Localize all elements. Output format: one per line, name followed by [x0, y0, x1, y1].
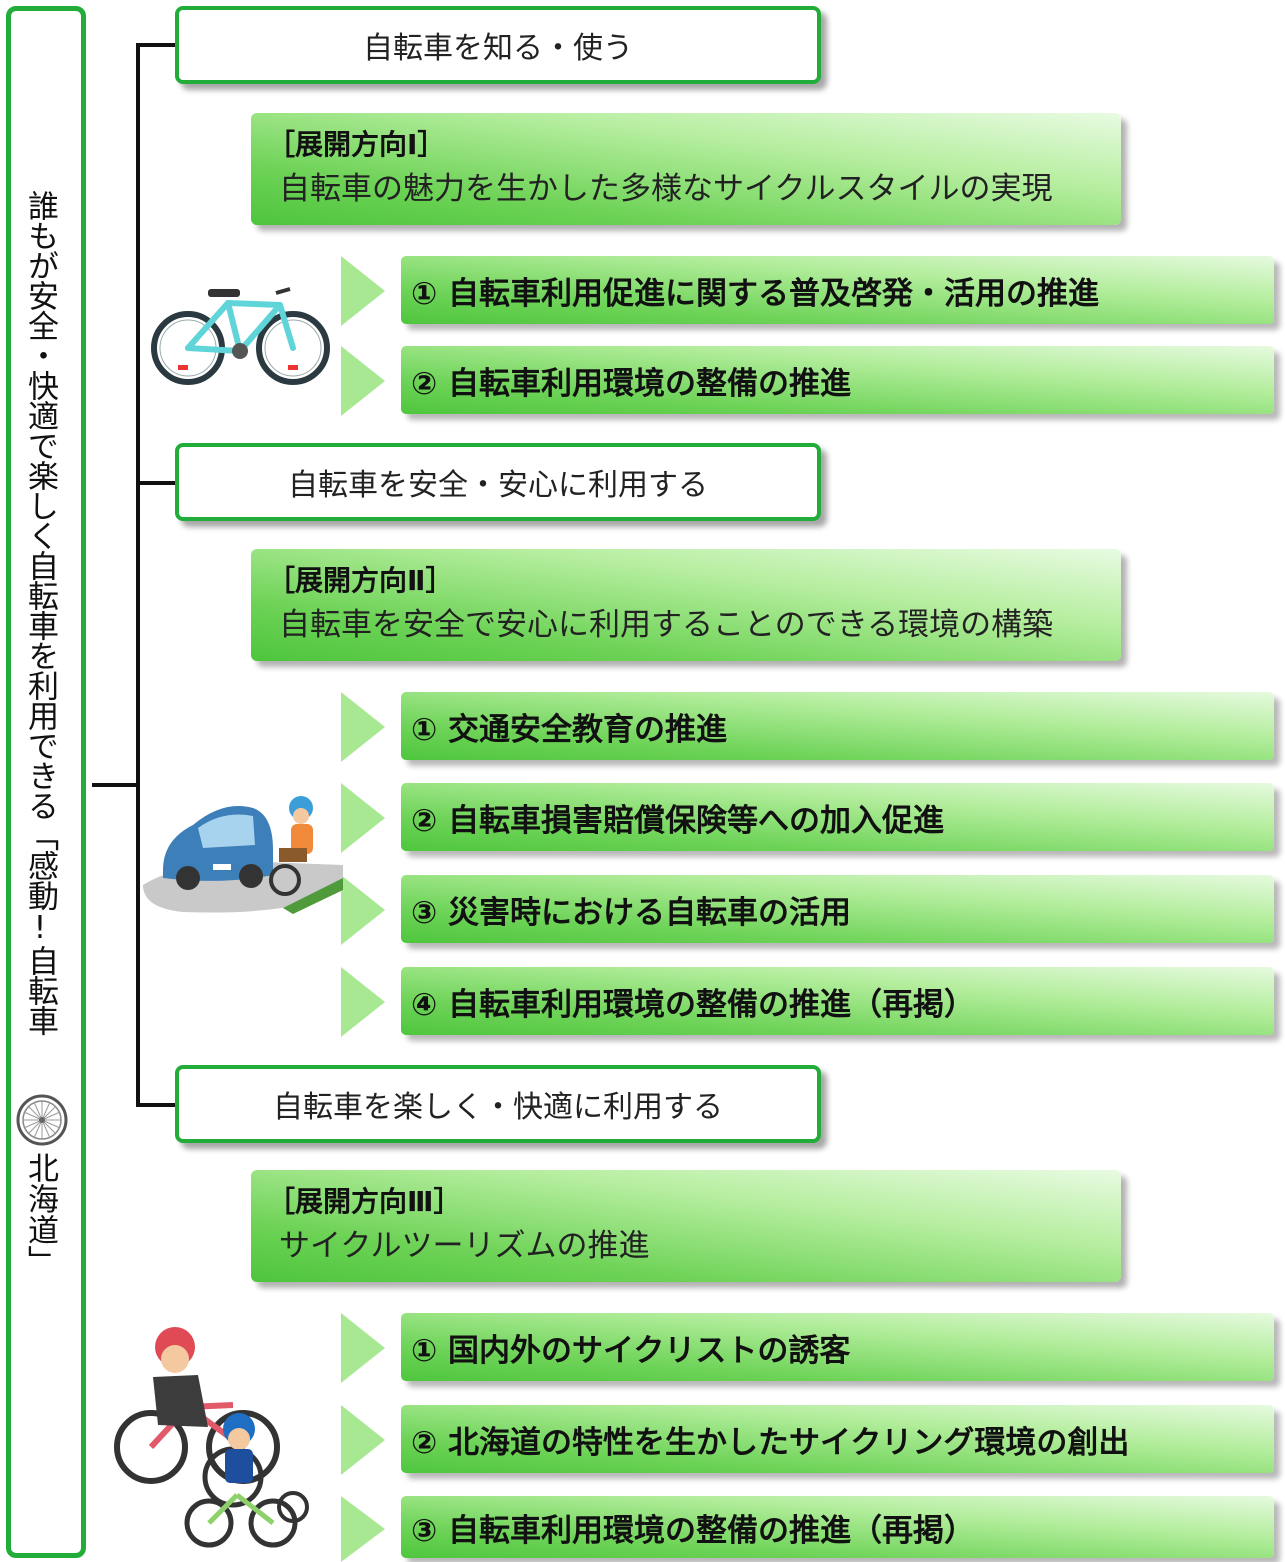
car-and-cyclist-illustration	[143, 796, 343, 914]
connector-branch-1	[136, 43, 176, 47]
connector-main-horizontal	[92, 783, 138, 787]
category-box-know-use: 自転車を知る・使う	[175, 6, 821, 84]
direction-title: サイクルツーリズムの推進	[279, 1228, 650, 1264]
triangle-arrow-icon	[341, 346, 385, 416]
bicycle-illustration	[151, 287, 330, 385]
vision-banner	[6, 6, 86, 1558]
family-cycling-illustration	[114, 1327, 309, 1548]
category-box-safe-use: 自転車を安全・安心に利用する	[175, 443, 821, 521]
triangle-arrow-icon	[341, 692, 385, 762]
triangle-arrow-icon	[341, 783, 385, 853]
triangle-arrow-icon	[341, 875, 385, 945]
connector-branch-3	[136, 1103, 176, 1107]
measure-item: ① 国内外のサイクリストの誘客	[401, 1313, 1274, 1381]
triangle-arrow-icon	[341, 1313, 385, 1383]
measure-item: ④ 自転車利用環境の整備の推進（再掲）	[401, 967, 1274, 1035]
measure-item: ① 交通安全教育の推進	[401, 692, 1274, 760]
triangle-arrow-icon	[341, 1405, 385, 1475]
measure-item: ③ 災害時における自転車の活用	[401, 875, 1274, 943]
vision-text-tail: 北海道」	[22, 1152, 58, 1276]
measure-item: ② 自転車損害賠償保険等への加入促進	[401, 783, 1274, 851]
direction-label: ［展開方向Ⅲ］	[267, 1185, 462, 1218]
category-box-enjoy-use: 自転車を楽しく・快適に利用する	[175, 1065, 821, 1143]
triangle-arrow-icon	[341, 256, 385, 326]
triangle-arrow-icon	[341, 967, 385, 1037]
triangle-arrow-icon	[341, 1496, 385, 1562]
connector-vertical	[136, 43, 140, 1107]
measure-item: ① 自転車利用促進に関する普及啓発・活用の推進	[401, 256, 1274, 324]
wheel-icon	[16, 1094, 68, 1146]
direction-title: 自転車を安全で安心に利用することのできる環境の構築	[279, 607, 1054, 643]
measure-item: ② 自転車利用環境の整備の推進	[401, 346, 1274, 414]
direction-label: ［展開方向Ⅱ］	[267, 564, 454, 597]
direction-label: ［展開方向Ⅰ］	[267, 128, 446, 161]
direction-box-3: ［展開方向Ⅲ］ サイクルツーリズムの推進	[251, 1170, 1121, 1282]
direction-box-1: ［展開方向Ⅰ］ 自転車の魅力を生かした多様なサイクルスタイルの実現	[251, 113, 1121, 225]
direction-title: 自転車の魅力を生かした多様なサイクルスタイルの実現	[279, 171, 1053, 207]
direction-box-2: ［展開方向Ⅱ］ 自転車を安全で安心に利用することのできる環境の構築	[251, 549, 1121, 661]
vision-text: 誰もが安全・快適で楽しく自転車を利用できる「感動!自転車	[22, 190, 58, 1035]
measure-item: ② 北海道の特性を生かしたサイクリング環境の創出	[401, 1405, 1274, 1473]
connector-branch-2	[136, 481, 176, 485]
measure-item: ③ 自転車利用環境の整備の推進（再掲）	[401, 1496, 1274, 1558]
